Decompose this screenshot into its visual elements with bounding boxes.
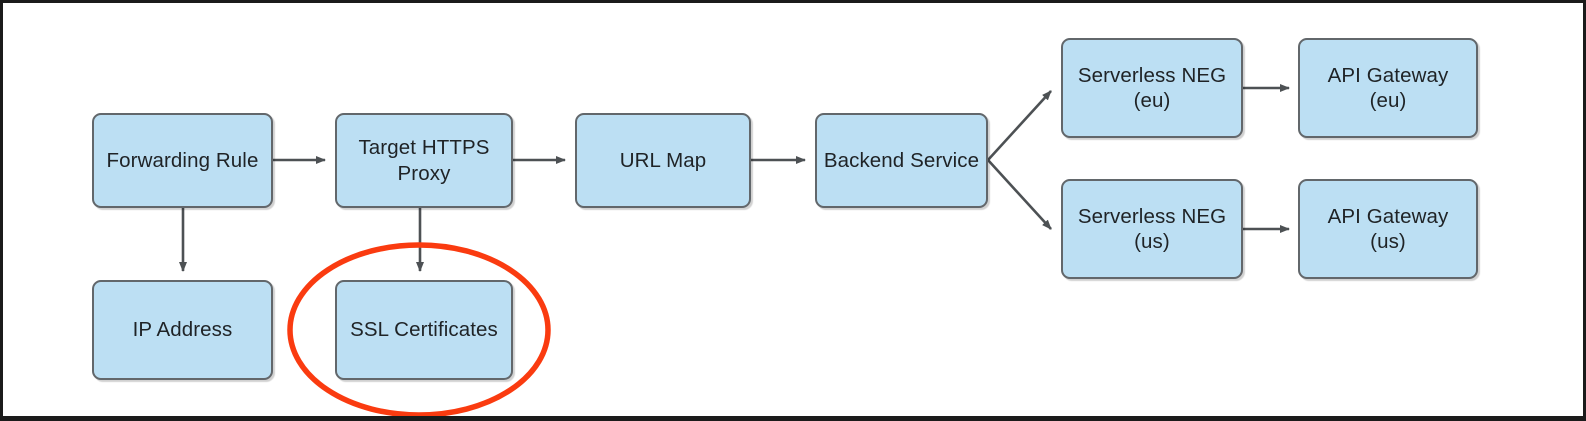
ssl-highlight-ellipse [287, 242, 551, 416]
node-label-forwarding-rule: Forwarding Rule [106, 148, 259, 172]
node-target-https-proxy[interactable]: Target HTTPS Proxy [335, 113, 513, 208]
node-label-url-map: URL Map [619, 148, 707, 172]
node-api-gateway-us[interactable]: API Gateway (us) [1298, 179, 1478, 279]
node-label-serverless-neg-us: Serverless NEG (us) [1077, 204, 1227, 253]
node-serverless-neg-eu[interactable]: Serverless NEG (eu) [1061, 38, 1243, 138]
node-forwarding-rule[interactable]: Forwarding Rule [92, 113, 273, 208]
node-backend-service[interactable]: Backend Service [815, 113, 988, 208]
node-url-map[interactable]: URL Map [575, 113, 751, 208]
node-serverless-neg-us[interactable]: Serverless NEG (us) [1061, 179, 1243, 279]
edge-backend-to-neg-eu [987, 90, 1052, 161]
node-label-serverless-neg-eu: Serverless NEG (eu) [1077, 63, 1227, 112]
node-label-target-https-proxy: Target HTTPS Proxy [358, 136, 490, 185]
node-label-backend-service: Backend Service [823, 148, 980, 172]
node-ssl-certificates[interactable]: SSL Certificates [335, 280, 513, 380]
node-label-api-gateway-us: API Gateway (us) [1327, 204, 1449, 253]
node-api-gateway-eu[interactable]: API Gateway (eu) [1298, 38, 1478, 138]
node-ip-address[interactable]: IP Address [92, 280, 273, 380]
node-label-api-gateway-eu: API Gateway (eu) [1327, 63, 1449, 112]
diagram-edges-layer [179, 84, 1290, 416]
node-label-ip-address: IP Address [132, 318, 233, 342]
edge-backend-to-neg-us [987, 159, 1052, 230]
node-label-ssl-certificates: SSL Certificates [350, 318, 498, 342]
